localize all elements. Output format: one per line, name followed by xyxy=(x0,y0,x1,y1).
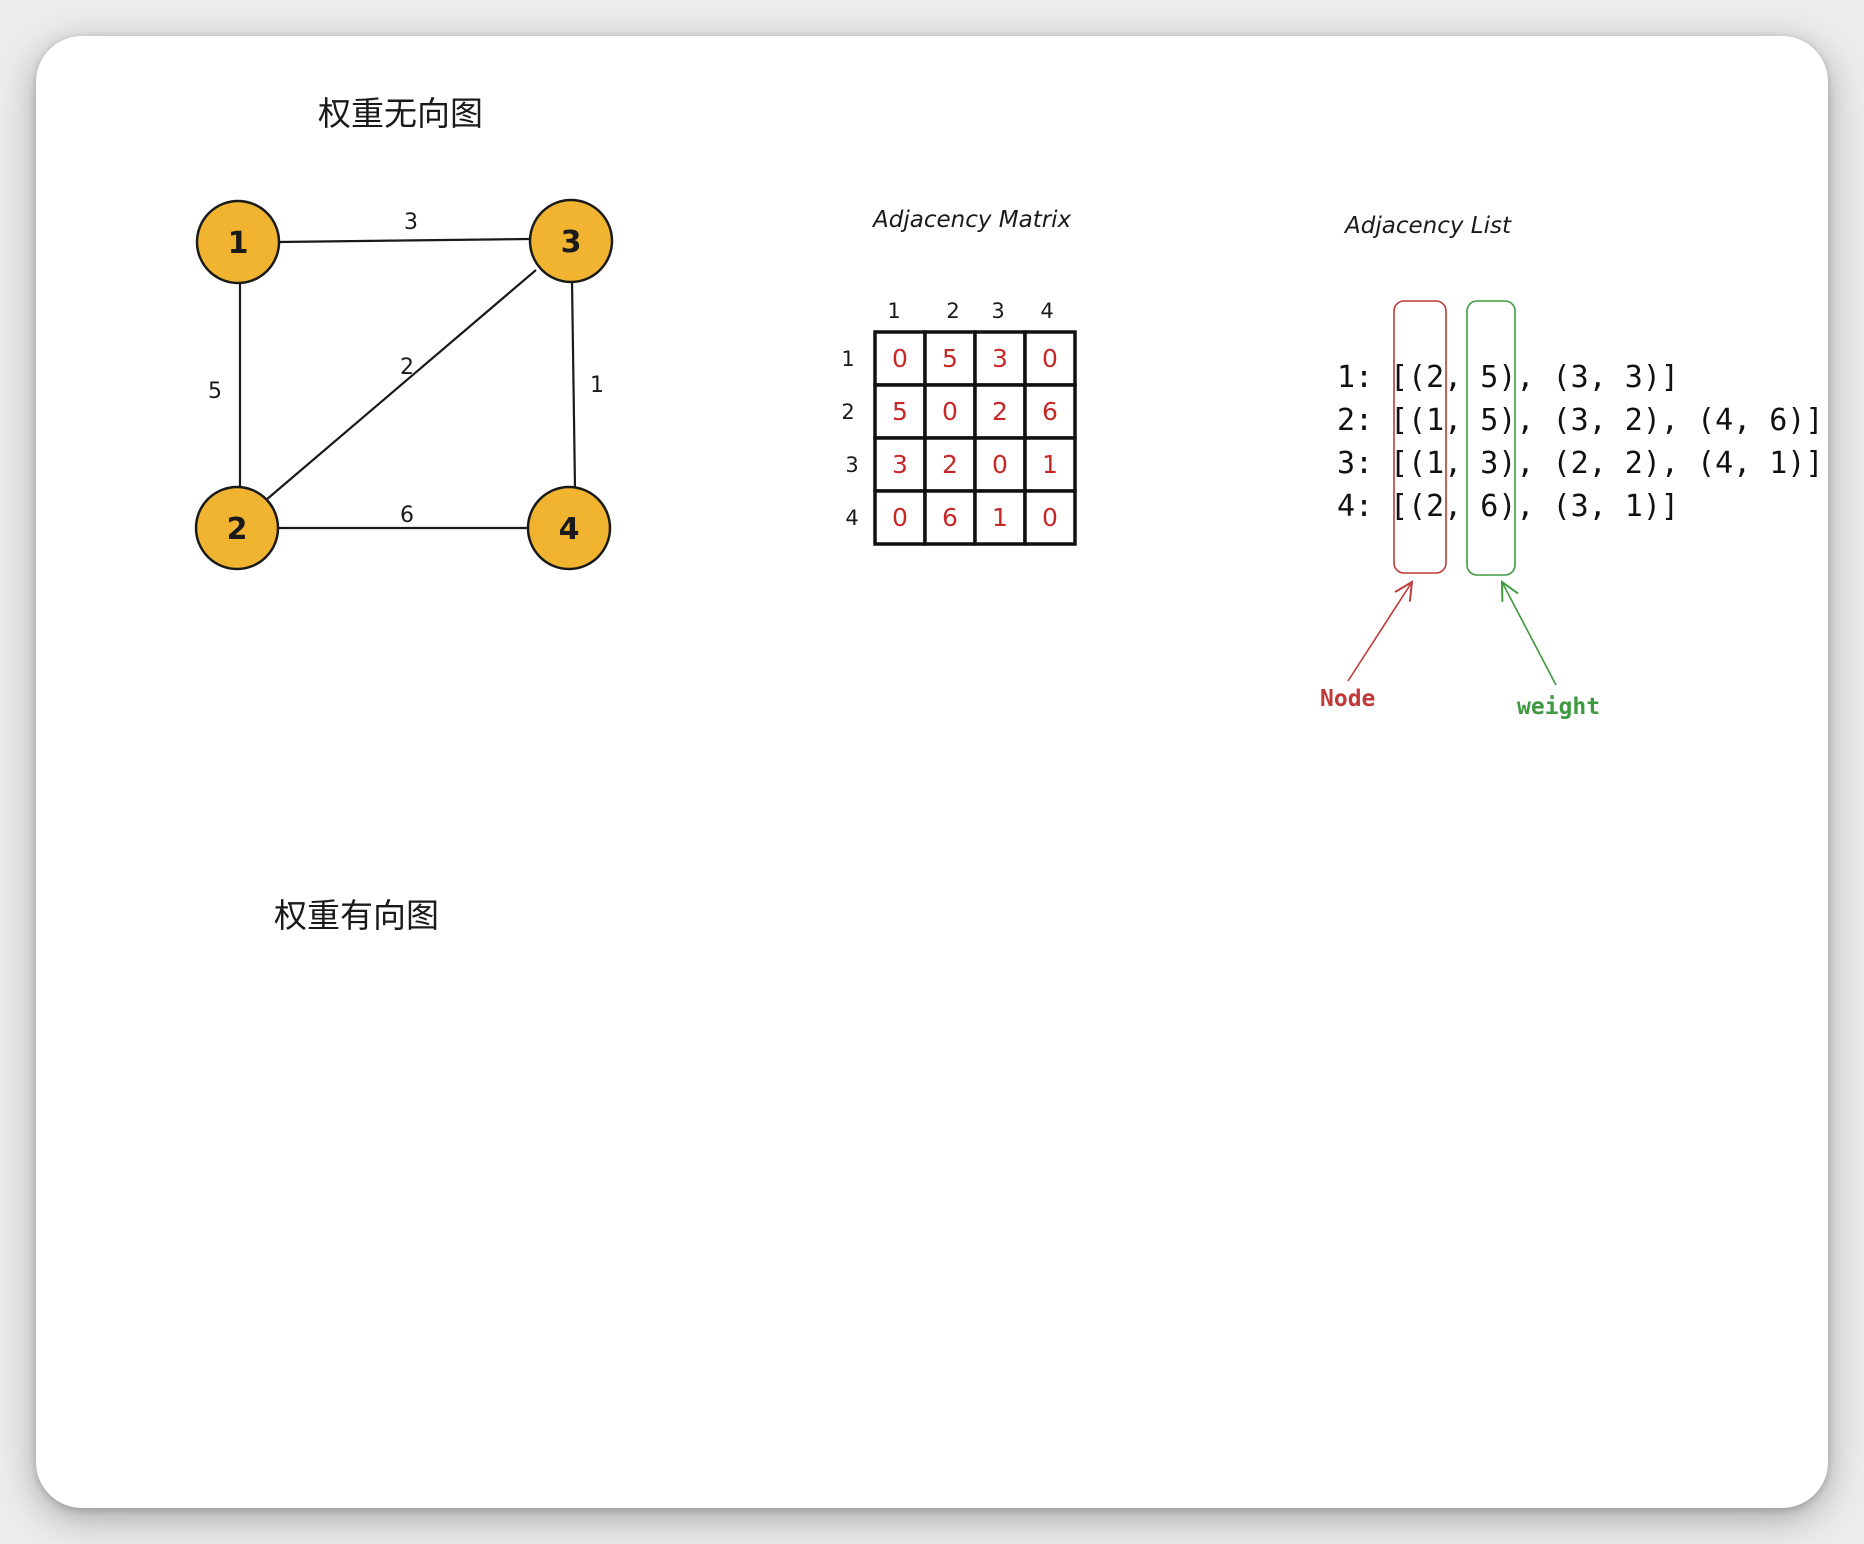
graph-node-3: 3 xyxy=(528,198,614,284)
directed-title: 权重有向图 xyxy=(274,896,439,935)
matrix-value: 1 xyxy=(992,503,1008,532)
list-line-body: [(2, 6), (3, 1)] xyxy=(1390,489,1679,524)
matrix-value: 0 xyxy=(1042,503,1058,532)
matrix-cell xyxy=(973,330,1027,387)
directed-section: 权重有向图 xyxy=(274,896,439,935)
adjacency-list: 1: [(2, 5), (3, 3)] 2: [(1, 5), (3, 2), … xyxy=(1320,300,1823,720)
weight-callout-label: weight xyxy=(1517,694,1600,720)
weight-column-marker xyxy=(1466,300,1516,576)
list-line-head: 3: xyxy=(1337,446,1373,481)
graph-node-1: 1 xyxy=(195,199,281,285)
matrix-cell xyxy=(973,383,1027,440)
matrix-col-header: 1 xyxy=(887,299,900,323)
matrix-value: 6 xyxy=(942,503,958,532)
list-line-body: [(1, 5), (3, 2), (4, 6)] xyxy=(1390,403,1823,438)
matrix-cell xyxy=(1023,330,1077,387)
matrix-value: 0 xyxy=(892,503,908,532)
node-label: 4 xyxy=(559,512,580,547)
matrix-value: 0 xyxy=(942,397,958,426)
edge-weight-3-4: 1 xyxy=(590,373,604,398)
matrix-title: Adjacency Matrix xyxy=(871,207,1072,233)
matrix-value: 0 xyxy=(1042,344,1058,373)
node-label: 3 xyxy=(561,225,582,260)
matrix-value: 2 xyxy=(942,450,958,479)
matrix-value: 5 xyxy=(942,344,958,373)
matrix-col-header: 3 xyxy=(991,299,1004,323)
matrix-value: 6 xyxy=(1042,397,1058,426)
node-callout-label: Node xyxy=(1320,686,1375,712)
edge-weight-1-2: 5 xyxy=(208,379,222,404)
node-callout-arrow xyxy=(1347,582,1412,682)
matrix-cell xyxy=(873,436,927,493)
list-line-head: 2: xyxy=(1337,403,1373,438)
node-label: 1 xyxy=(228,226,249,261)
diagram-card xyxy=(36,36,1828,1508)
matrix-row-header: 4 xyxy=(845,506,858,530)
adjacency-matrix: 1 2 3 4 1 2 3 4 0 5 3 xyxy=(841,299,1077,546)
undirected-graph: 3 5 2 1 6 1 3 2 4 xyxy=(194,198,614,571)
weight-callout-arrow xyxy=(1502,582,1557,686)
matrix-value: 0 xyxy=(892,344,908,373)
edge-weight-2-3: 2 xyxy=(400,355,414,380)
matrix-value: 5 xyxy=(892,397,908,426)
edge-2-3 xyxy=(265,269,537,501)
matrix-value: 1 xyxy=(1042,450,1058,479)
list-title: Adjacency List xyxy=(1343,213,1512,239)
matrix-row-header: 1 xyxy=(841,347,854,371)
list-line-body: [(1, 3), (2, 2), (4, 1)] xyxy=(1390,446,1823,481)
undirected-title: 权重无向图 xyxy=(318,94,483,133)
matrix-cell xyxy=(1023,489,1077,546)
matrix-row-header: 3 xyxy=(845,453,858,477)
matrix-col-header: 2 xyxy=(946,299,959,323)
matrix-row-header: 2 xyxy=(841,400,854,424)
edge-weight-1-3: 3 xyxy=(404,210,418,235)
matrix-value: 0 xyxy=(992,450,1008,479)
matrix-col-header: 4 xyxy=(1040,299,1053,323)
matrix-value: 3 xyxy=(992,344,1008,373)
undirected-section: 权重无向图 3 5 2 1 6 1 3 2 xyxy=(194,94,1823,720)
edge-1-3 xyxy=(277,237,530,244)
node-label: 2 xyxy=(227,512,248,547)
list-line-head: 1: xyxy=(1337,360,1373,395)
edge-weight-2-4: 6 xyxy=(400,503,414,528)
matrix-value: 2 xyxy=(992,397,1008,426)
edge-3-4 xyxy=(570,279,577,489)
node-column-marker xyxy=(1393,300,1447,574)
graph-node-2: 2 xyxy=(194,485,280,571)
graph-node-4: 4 xyxy=(526,485,612,571)
list-line-body: [(2, 5), (3, 3)] xyxy=(1390,360,1679,395)
matrix-cell xyxy=(1023,383,1077,440)
matrix-cell xyxy=(973,489,1027,546)
list-line-head: 4: xyxy=(1337,489,1373,524)
matrix-value: 3 xyxy=(892,450,908,479)
